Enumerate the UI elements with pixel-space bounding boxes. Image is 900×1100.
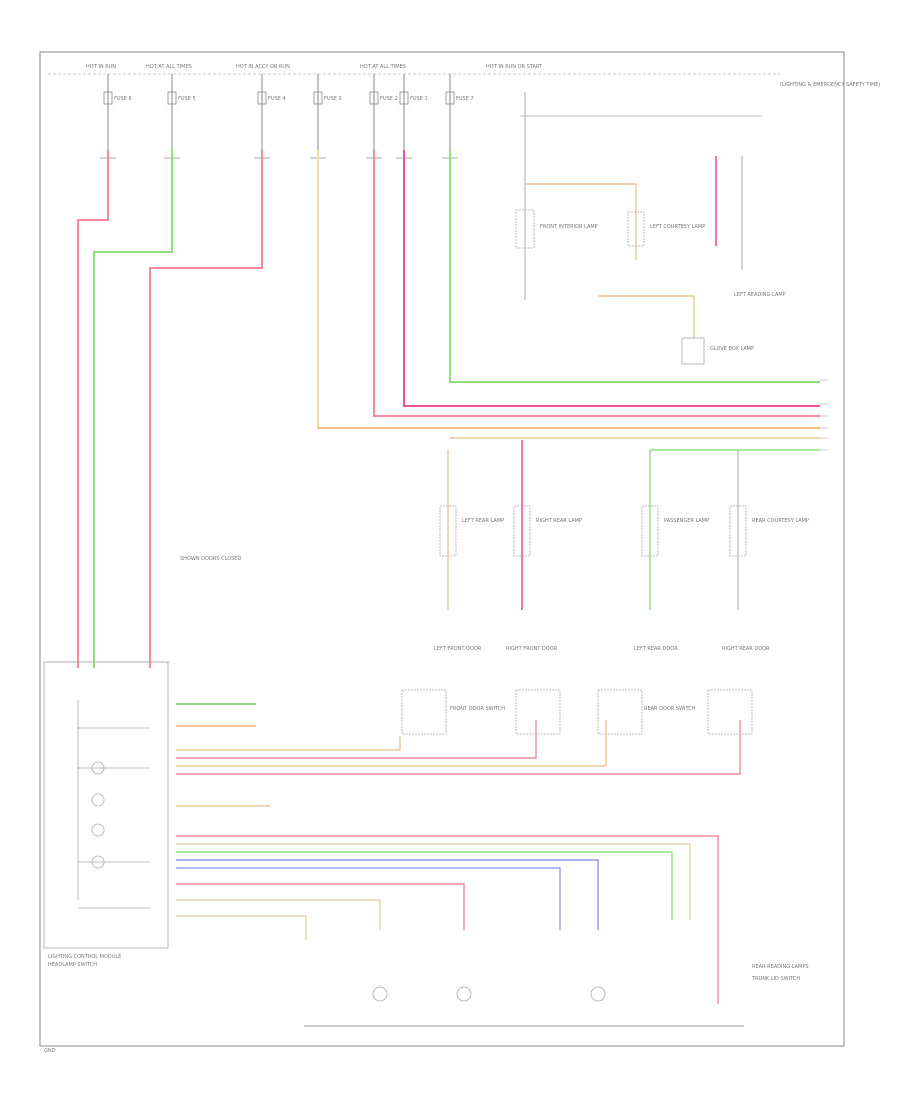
wire-pink-bus — [176, 883, 465, 930]
rear-door-switch-label: REAR DOOR SWITCH — [644, 706, 696, 712]
wire-green-1 — [93, 150, 173, 668]
wire-red-2 — [149, 150, 263, 668]
diagram-frame — [39, 51, 845, 1047]
door-labels-3: LEFT REAR DOOR — [634, 646, 678, 652]
lamp-module-4: REAR COURTESY LAMP — [729, 450, 809, 610]
fuse-column-6: FUSE 1 — [399, 74, 428, 150]
heading-top2: HOT AT ALL TIMES — [146, 64, 192, 70]
fuse-label-3: FUSE 4 — [268, 96, 286, 102]
wire-tan-low-1 — [176, 736, 401, 751]
fuse-column-3: FUSE 4 — [257, 74, 286, 150]
door-labels-4: RIGHT REAR DOOR — [722, 646, 770, 652]
wire-gray-bus — [176, 867, 561, 930]
lamp-2-label: RIGHT REAR LAMP — [536, 518, 582, 524]
door-labels-1: LEFT FRONT DOOR — [434, 646, 482, 652]
fuse-column-5: FUSE 2 — [369, 74, 398, 150]
glove-box-lamp-module: GLOVE BOX LAMP — [681, 337, 754, 365]
fuse-label-4: FUSE 3 — [324, 96, 342, 102]
fuse-column-4: FUSE 3 — [313, 74, 342, 150]
wire-red-low-1 — [176, 720, 741, 775]
front-door-switch-label: FRONT DOOR SWITCH — [450, 706, 505, 712]
fuse-column-2: FUSE 5 — [167, 74, 196, 150]
wire-tan-bus — [176, 843, 691, 920]
wire-green-2 — [449, 150, 820, 383]
wire-tan-bus-2 — [176, 899, 381, 930]
fuse-label-5: FUSE 2 — [380, 96, 398, 102]
wire-green-bus — [176, 851, 673, 920]
fuse-column-7: FUSE 7 — [445, 74, 474, 150]
trunk-lid-label: TRUNK LID SWITCH — [751, 976, 800, 982]
heading-top4: HOT AT ALL TIMES — [360, 64, 406, 70]
left-reading-label: LEFT READING LAMP — [734, 292, 786, 298]
lamp-3-label: PASSENGER LAMP — [664, 518, 709, 524]
lamp-module-2: RIGHT REAR LAMP — [513, 440, 582, 610]
lamp-module-1: LEFT REAR LAMP — [439, 450, 504, 610]
fuse-label-6: FUSE 1 — [410, 96, 428, 102]
left-courtesy-lamp-module: LEFT COURTESY LAMP — [627, 211, 705, 247]
rear-reading-label: REAR READING LAMPS — [752, 964, 809, 970]
front-int-lamp-label: FRONT INTERIOR LAMP — [540, 224, 598, 230]
heading-top1: HOT IN RUN — [86, 64, 116, 70]
lamp-module-3: PASSENGER LAMP — [641, 450, 709, 610]
bottom-lamps — [372, 986, 606, 1002]
fuse-label-7: FUSE 7 — [456, 96, 474, 102]
fuse-label-2: FUSE 5 — [178, 96, 196, 102]
heading-top5: HOT IN RUN OR START — [486, 64, 543, 70]
lamp-4-label: REAR COURTESY LAMP — [752, 518, 809, 524]
wire-pink-1 — [403, 150, 820, 407]
footer-label: GND — [44, 1048, 56, 1054]
lighting-control-label: LIGHTING CONTROL MODULE — [48, 954, 121, 960]
wire-blue-bus — [176, 859, 599, 930]
fuse-column-1: FUSE 6 — [103, 74, 132, 150]
fuse-label-1: FUSE 6 — [114, 96, 132, 102]
wire-tan-mid — [598, 295, 695, 338]
left-courtesy-label: LEFT COURTESY LAMP — [650, 224, 705, 230]
shown-doors-label: SHOWN DOORS CLOSED — [180, 556, 241, 562]
wire-tan-low-2 — [176, 720, 607, 767]
switch-module-row — [401, 689, 753, 735]
headlamp-switch-label: HEADLAMP SWITCH — [48, 962, 97, 968]
heading-right-top: (LIGHTING & EMERGENCY SAFETY TIME) — [780, 82, 880, 88]
heading-top3: HOT IN ACCY OR RUN — [236, 64, 290, 70]
lamp-1-label: LEFT REAR LAMP — [462, 518, 504, 524]
glove-box-label: GLOVE BOX LAMP — [710, 346, 754, 352]
door-labels-2: RIGHT FRONT DOOR — [506, 646, 558, 652]
right-connector-ticks — [820, 379, 828, 451]
lighting-control-module-box — [43, 661, 169, 949]
wire-tan-bus-3 — [176, 915, 307, 940]
wire-tan-upper — [525, 183, 637, 260]
wire-red-3 — [373, 150, 820, 417]
wire-yellow-1 — [317, 150, 820, 429]
wire-red-1 — [77, 150, 109, 668]
front-interior-lamp-module: FRONT INTERIOR LAMP — [515, 92, 598, 300]
wire-red-bus — [176, 835, 719, 1004]
module-internal — [77, 700, 150, 909]
wire-pink-low-1 — [176, 720, 537, 759]
